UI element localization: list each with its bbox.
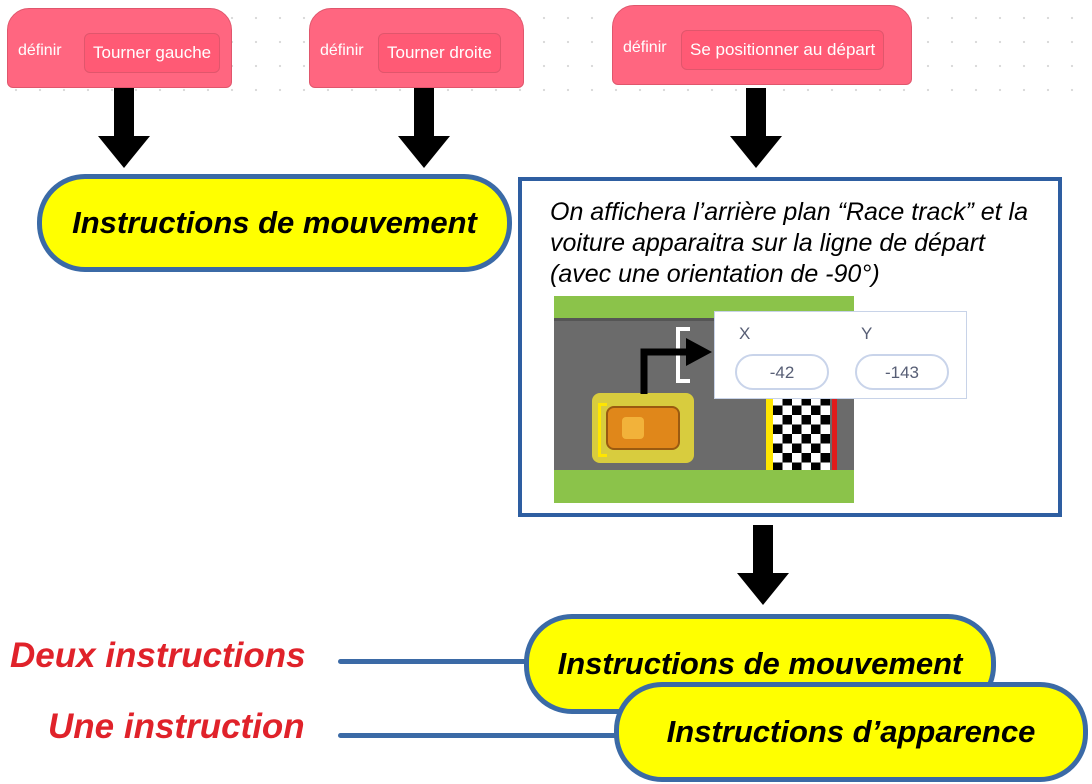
down-arrow-icon (730, 88, 782, 168)
block-name: Tourner droite (378, 33, 501, 73)
pill-text: Instructions de mouvement (557, 646, 963, 681)
down-arrow-icon (398, 88, 450, 168)
define-block-turn-left[interactable]: définir Tourner gauche (7, 8, 232, 88)
coordinates-panel: X Y -42 -143 (714, 311, 967, 399)
pill-text: Instructions de mouvement (72, 205, 477, 240)
block-name: Tourner gauche (84, 33, 221, 73)
x-value-field[interactable]: -42 (735, 354, 829, 390)
y-label: Y (861, 324, 873, 343)
two-instructions-label: Deux instructions (10, 636, 306, 675)
define-keyword: définir (320, 42, 364, 59)
y-value-field[interactable]: -143 (855, 354, 949, 390)
car-sprite (592, 393, 694, 463)
checkered-start-line (773, 396, 830, 470)
start-line-yellow (766, 396, 773, 470)
down-arrow-icon (98, 88, 150, 168)
description-text: On affichera l’arrière plan “Race track”… (550, 198, 1028, 288)
pointer-arrow-icon (640, 338, 712, 394)
define-keyword: définir (18, 42, 62, 59)
define-block-turn-right[interactable]: définir Tourner droite (309, 8, 524, 88)
start-line-red (832, 396, 837, 470)
one-instruction-label: Une instruction (48, 707, 305, 746)
connector-line (338, 733, 626, 738)
pill-text: Instructions d’apparence (666, 714, 1036, 749)
description-box: On affichera l’arrière plan “Race track”… (518, 177, 1062, 517)
define-block-start-position[interactable]: définir Se positionner au départ (612, 5, 912, 85)
x-label: X (739, 324, 751, 343)
connector-line (338, 659, 534, 664)
car-body (606, 406, 680, 450)
define-keyword: définir (623, 39, 667, 56)
car-bracket-icon (598, 403, 607, 457)
appearance-instructions-label: Instructions d’apparence (614, 682, 1088, 782)
car-cockpit (622, 417, 644, 439)
down-arrow-icon (737, 525, 789, 605)
movement-instructions-label: Instructions de mouvement (37, 174, 512, 272)
block-name: Se positionner au départ (681, 30, 885, 70)
